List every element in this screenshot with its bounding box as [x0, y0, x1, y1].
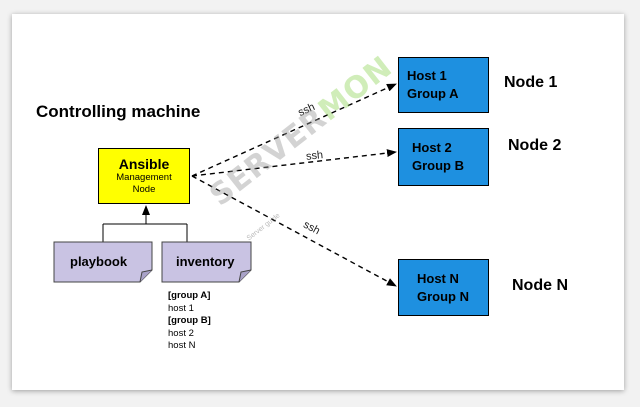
ssh-arrow-host-n [191, 175, 397, 287]
host-box-1: Host 1 Group A [398, 57, 489, 113]
ansible-title: Ansible [118, 156, 170, 172]
ssh-label-2: ssh [305, 149, 324, 163]
host-n-name: Host N [417, 270, 459, 286]
ssh-arrow-host-1 [191, 83, 397, 177]
playbook-label: playbook [70, 254, 128, 269]
ansible-management-node: Ansible Management Node [98, 148, 190, 204]
inventory-group-b: [group B] [168, 315, 211, 326]
inventory-host-n: host N [168, 340, 196, 351]
inventory-host-2: host 2 [168, 327, 194, 339]
node-label-2: Node 2 [508, 137, 562, 154]
host-2-group: Group B [412, 158, 464, 173]
host-1-group: Group A [407, 86, 459, 101]
host-2-name: Host 2 [412, 140, 452, 155]
host-1-name: Host 1 [407, 68, 447, 83]
ansible-subtitle-line-1: Management [116, 172, 172, 183]
inventory-host-1: host 1 [168, 302, 194, 314]
inventory-label: inventory [176, 254, 235, 269]
diagram-title: Controlling machine [36, 102, 201, 121]
ansible-subtitle-line-2: Node [132, 184, 156, 195]
inventory-group-a: [group A] [168, 290, 211, 301]
host-n-group: Group N [417, 288, 469, 304]
inventory-contents: [group A] host 1 [group B] host 2 host N [168, 290, 211, 353]
node-label-n: Node N [512, 277, 568, 294]
host-box-n: Host N Group N [398, 259, 489, 316]
host-box-2: Host 2 Group B [398, 128, 489, 186]
ssh-arrow-host-2 [191, 149, 397, 177]
node-label-1: Node 1 [504, 74, 558, 91]
